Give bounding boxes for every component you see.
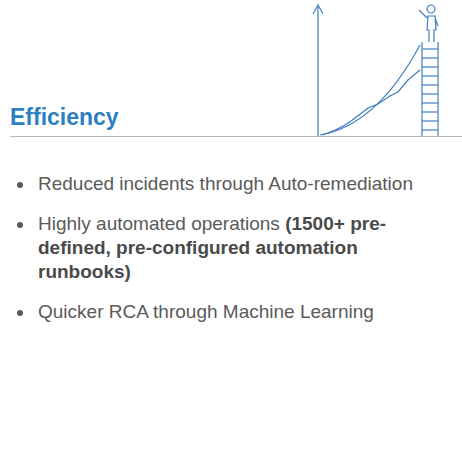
- divider-line: [10, 136, 462, 137]
- ladder-rungs: [422, 49, 438, 130]
- ladder-rung: [422, 48, 438, 49]
- bullet-text: Quicker RCA through Machine Learning: [38, 301, 374, 322]
- bullet-dot: [17, 182, 23, 188]
- ladder-rung: [422, 57, 438, 58]
- y-axis: [317, 6, 318, 136]
- bullet-dot: [17, 310, 23, 316]
- person-body: [419, 10, 438, 42]
- heading: Efficiency: [10, 104, 119, 131]
- ladder-rung: [422, 66, 438, 67]
- ladder-rung: [422, 111, 438, 112]
- chart-ladder-icon: [313, 5, 438, 136]
- ladder-rung: [422, 129, 438, 130]
- ladder-rung: [422, 93, 438, 94]
- growth-curve: [320, 45, 420, 135]
- bullet-dot: [17, 222, 23, 228]
- ladder-rail: [421, 42, 422, 136]
- bullet-item: Highly automated operations (1500+ pre-d…: [38, 212, 422, 284]
- bullet-text: Reduced incidents through Auto-remediati…: [38, 173, 413, 194]
- person-head: [427, 5, 435, 13]
- axis-arrowhead: [313, 5, 323, 14]
- bullet-item: Quicker RCA through Machine Learning: [38, 300, 422, 324]
- bullet-item: Reduced incidents through Auto-remediati…: [38, 172, 422, 196]
- ladder-rail: [437, 42, 438, 136]
- ladder-rung: [422, 120, 438, 121]
- ladder-rung: [422, 75, 438, 76]
- bullet-text: Highly automated operations: [38, 213, 280, 234]
- jagged-line: [322, 70, 420, 135]
- ladder-rung: [422, 102, 438, 103]
- bullet-list: Reduced incidents through Auto-remediati…: [0, 172, 462, 340]
- ladder-rung: [422, 84, 438, 85]
